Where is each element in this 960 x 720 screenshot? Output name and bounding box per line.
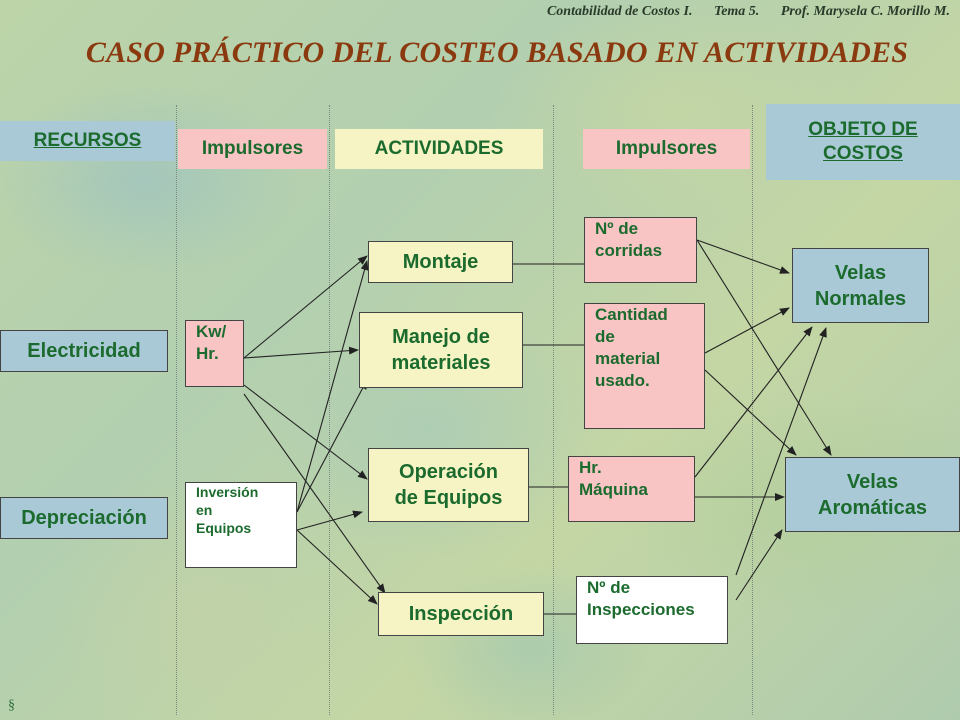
header-actividades-label: ACTIVIDADES	[374, 138, 504, 160]
resource-electricidad-label: Electricidad	[27, 340, 141, 362]
activity-montaje-label: Montaje	[402, 251, 479, 273]
driver-kwhr-label: Kw/	[196, 322, 227, 341]
cost-object-normales-label: Normales	[814, 287, 907, 310]
driver-kwhr: Kw/ Hr.	[185, 320, 244, 387]
slide-title: CASO PRÁCTICO DEL COSTEO BASADO EN ACTIV…	[85, 36, 909, 69]
activity-inspeccion: Inspección	[378, 592, 544, 636]
arrow-kwhr-operacion	[243, 384, 368, 480]
driver-kwhr-label: Hr.	[196, 344, 219, 364]
arrow-inversion-montaje	[296, 260, 369, 513]
resource-depreciacion-label: Depreciación	[21, 507, 147, 529]
activity-manejo-label: Manejo de	[392, 326, 490, 348]
driver-inspecciones-label: Nº de	[587, 578, 631, 597]
arrow-corridas-normales	[696, 239, 790, 274]
bullet-decoration-icon: §	[8, 698, 15, 713]
header-actividades: ACTIVIDADES	[335, 129, 543, 169]
header-objeto-costos: OBJETO DE COSTOS	[766, 104, 960, 180]
driver-cantidad-label: Cantidad	[595, 305, 668, 324]
driver-hr-maquina: Hr. Máquina	[568, 456, 695, 522]
activity-operacion-label: Operación	[399, 461, 498, 483]
header-costos-label: COSTOS	[823, 143, 903, 164]
arrow-kwhr-inspeccion	[243, 393, 386, 594]
arrow-inspecciones-aromaticas	[735, 529, 783, 601]
column-divider	[329, 105, 330, 715]
column-divider	[553, 105, 554, 715]
arrow-inversion-manejo	[296, 379, 368, 513]
header-recursos-label: RECURSOS	[33, 130, 142, 152]
header-recursos: RECURSOS	[0, 121, 175, 161]
activity-inspeccion-label: Inspección	[408, 603, 514, 625]
driver-num-corridas: Nº de corridas	[584, 217, 697, 283]
arrow-hrmaq-normales	[694, 326, 813, 478]
resource-electricidad: Electricidad	[0, 330, 168, 372]
arrow-inversion-inspeccion	[296, 529, 378, 605]
column-divider	[176, 105, 177, 715]
arrow-corridas-aromaticas	[696, 239, 832, 456]
driver-inversion-label: Inversión	[196, 484, 259, 500]
arrow-inversion-operacion	[296, 510, 363, 531]
driver-cantidad-material: Cantidad de material usado.	[584, 303, 705, 429]
arrow-cantidad-normales	[704, 307, 790, 354]
cost-object-velas-aromaticas: Velas Aromáticas	[785, 457, 960, 532]
arrow-kwhr-manejo	[243, 346, 359, 359]
activity-manejo-label: materiales	[391, 352, 491, 374]
arrow-kwhr-montaje	[243, 255, 368, 359]
activity-montaje: Montaje	[368, 241, 513, 283]
header-impulsores-actividades: Impulsores	[583, 129, 750, 169]
topic-name: Tema 5.	[713, 4, 760, 19]
cost-object-aromaticas-label: Velas	[846, 470, 899, 493]
header-objeto-label: OBJETO DE	[808, 119, 918, 141]
driver-hrmaq-label: Máquina	[579, 480, 648, 500]
slide-header: Contabilidad de Costos I. Tema 5. Prof. …	[390, 4, 950, 20]
driver-num-inspecciones: Nº de Inspecciones	[576, 576, 728, 644]
driver-corridas-label: Nº de	[595, 219, 639, 238]
driver-inversion-label: Equipos	[196, 520, 252, 537]
resource-depreciacion: Depreciación	[0, 497, 168, 539]
driver-cantidad-label: material	[595, 349, 661, 369]
driver-inspecciones-label: Inspecciones	[587, 600, 695, 620]
driver-inversion-label: en	[196, 502, 213, 519]
activity-operacion-equipos: Operación de Equipos	[368, 448, 529, 522]
cost-object-aromaticas-label: Aromáticas	[818, 496, 927, 519]
cost-object-normales-label: Velas	[834, 261, 887, 284]
header-impulsores-recursos: Impulsores	[178, 129, 327, 169]
activity-operacion-label: de Equipos	[394, 487, 503, 509]
arrow-cantidad-aromaticas	[704, 369, 797, 456]
driver-corridas-label: corridas	[595, 241, 663, 261]
driver-cantidad-label: de	[595, 327, 615, 347]
driver-hrmaq-label: Hr.	[579, 458, 602, 477]
cost-object-velas-normales: Velas Normales	[792, 248, 929, 323]
header-impulsores-label: Impulsores	[201, 138, 304, 160]
driver-cantidad-label: usado.	[595, 371, 650, 391]
driver-inversion-equipos: Inversión en Equipos	[185, 482, 297, 568]
activity-manejo-materiales: Manejo de materiales	[359, 312, 523, 388]
arrow-inspecciones-normales	[735, 327, 827, 576]
professor-name: Prof. Marysela C. Morillo M.	[780, 4, 950, 19]
header-impulsores-label: Impulsores	[615, 138, 718, 160]
column-divider	[752, 105, 753, 715]
course-name: Contabilidad de Costos I.	[546, 4, 693, 19]
